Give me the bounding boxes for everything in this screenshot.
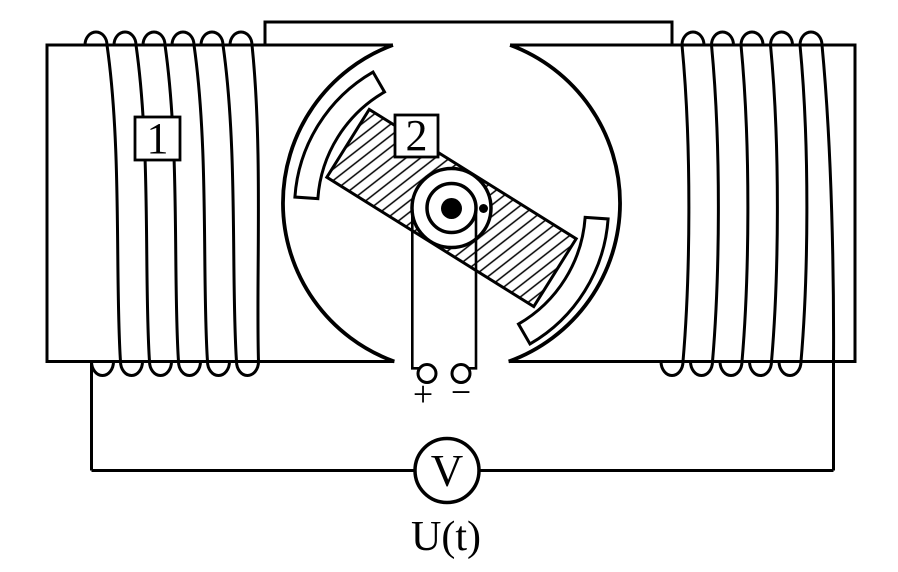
stator-bore-right-arc <box>508 43 622 364</box>
label-1-box <box>133 115 182 162</box>
label-2: 2 <box>406 111 428 160</box>
pole-shoe-lower-right <box>516 215 610 346</box>
left-field-coil <box>83 30 260 471</box>
pole-shoe-upper-left <box>293 70 387 201</box>
stator-bore-left-arc <box>281 43 395 364</box>
voltage-label: U(t) <box>411 514 481 560</box>
top-connecting-wire <box>263 20 674 45</box>
label-1: 1 <box>147 114 169 163</box>
voltmeter-label: V <box>431 446 464 496</box>
terminal-negative <box>450 363 472 384</box>
plus-label: + <box>413 374 433 414</box>
minus-label: − <box>451 372 471 412</box>
brush-lead-right <box>468 212 478 370</box>
marker-dot <box>479 204 488 213</box>
brush-lead-left <box>411 210 420 370</box>
shaft-dot <box>441 198 462 219</box>
label-2-box <box>393 113 440 159</box>
terminal-positive <box>416 363 438 384</box>
right-field-coil <box>659 30 836 471</box>
voltmeter <box>413 436 481 505</box>
